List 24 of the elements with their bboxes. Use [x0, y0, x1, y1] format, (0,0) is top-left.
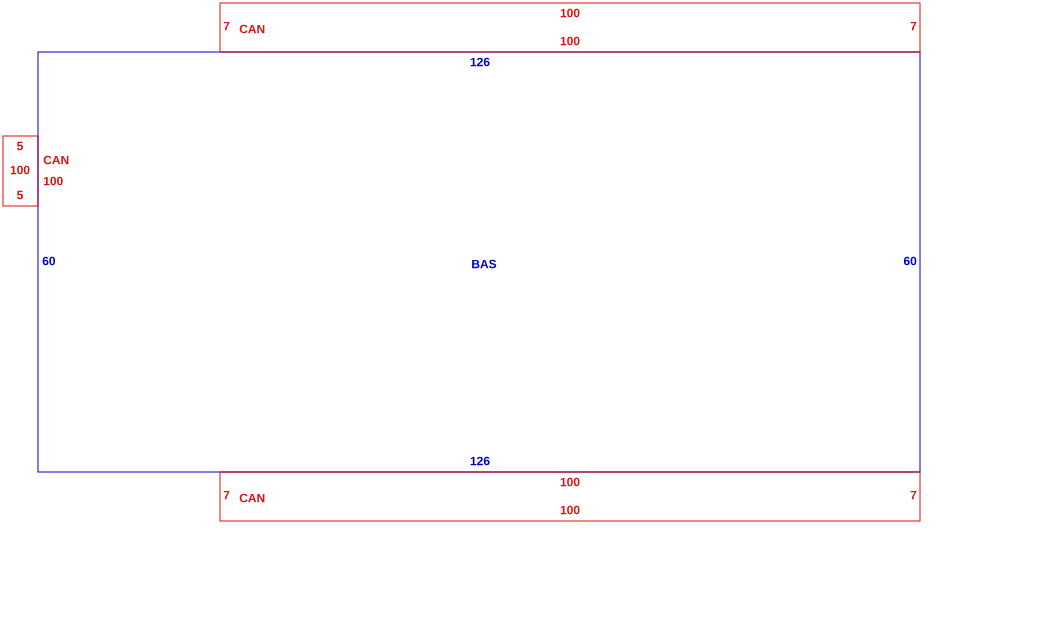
cut-panel [2, 135, 69, 207]
dimension-label: CAN [239, 24, 265, 34]
dimension-label: 60 [903, 256, 917, 266]
dimension-label: 100 [560, 36, 580, 46]
dimension-label: 126 [470, 57, 490, 67]
dimension-label: CAN [239, 493, 265, 503]
dimension-label: 5 [17, 190, 23, 200]
cut-panel [219, 471, 921, 522]
dimension-label: 60 [42, 256, 56, 266]
dimension-label: 100 [560, 8, 580, 18]
dimension-label: 126 [470, 456, 490, 466]
dimension-label: 5 [17, 141, 23, 151]
dimension-label: 7 [223, 490, 230, 500]
dimension-label: BAS [472, 259, 497, 269]
dimension-label: 100 [10, 165, 30, 175]
dimension-label: 100 [560, 505, 580, 515]
dimension-label: 7 [910, 21, 917, 31]
dimension-label: 7 [223, 21, 230, 31]
dimension-label: 100 [560, 477, 580, 487]
dimension-label: 100 [43, 176, 63, 186]
cut-panel [219, 2, 921, 53]
dimension-label: CAN [43, 155, 69, 165]
dimension-label: 7 [910, 490, 917, 500]
base-panel [37, 51, 921, 473]
